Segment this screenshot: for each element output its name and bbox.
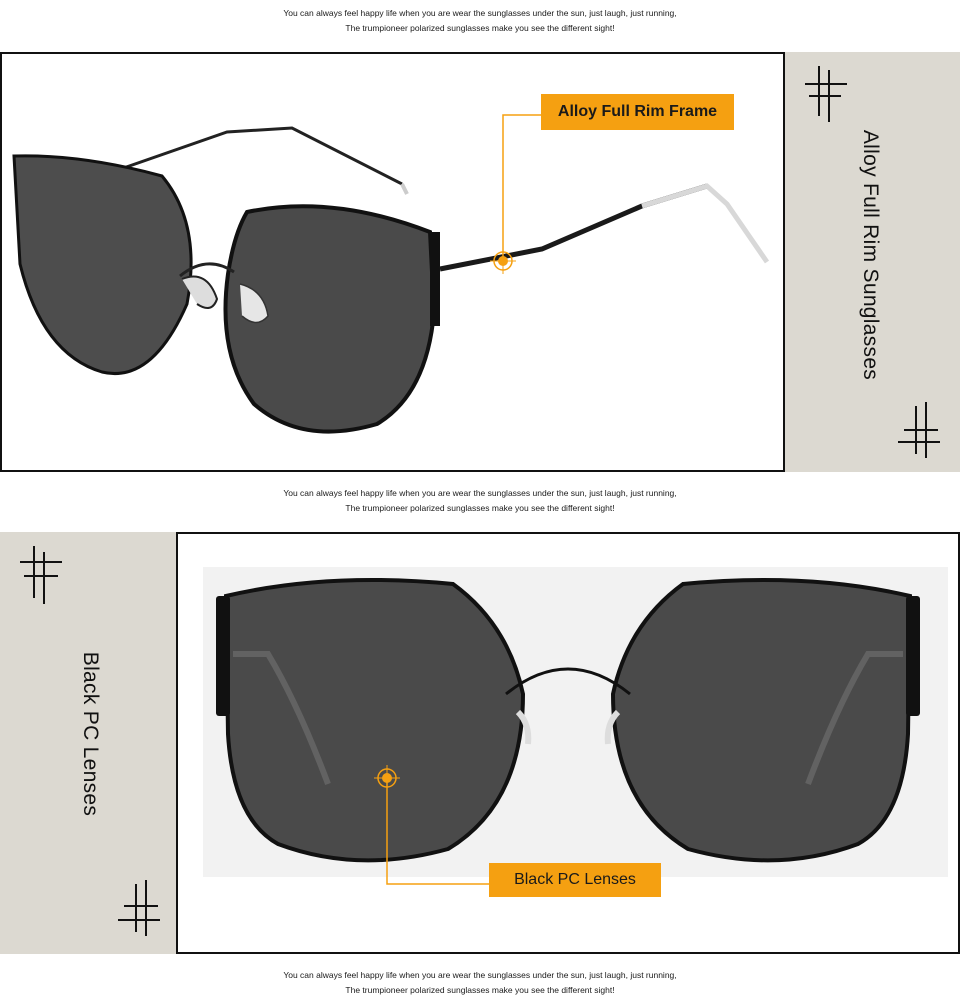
- hash-icon: [118, 880, 160, 936]
- tagline-line2: The trumpioneer polarized sunglasses mak…: [345, 503, 615, 513]
- left-nose-pad: [515, 709, 532, 745]
- tagline-bottom: You can always feel happy life when you …: [0, 968, 960, 998]
- tagline-line2: The trumpioneer polarized sunglasses mak…: [345, 985, 615, 995]
- tagline-top: You can always feel happy life when you …: [0, 6, 960, 36]
- callout-frame-label: Alloy Full Rim Frame: [541, 94, 734, 130]
- tagline-line1: You can always feel happy life when you …: [283, 488, 677, 498]
- hinge-block: [430, 232, 440, 326]
- hash-icon: [898, 402, 940, 458]
- section2-side-panel: [0, 532, 178, 954]
- right-nose-pad: [604, 709, 621, 745]
- tagline-line1: You can always feel happy life when you …: [283, 8, 677, 18]
- section1-side-panel: [783, 52, 960, 472]
- bridge: [505, 667, 631, 696]
- back-temple-tip: [400, 183, 409, 195]
- right-temple-shadow: [805, 651, 903, 786]
- far-lens: [12, 154, 193, 375]
- near-lens: [223, 204, 437, 434]
- right-hinge: [906, 596, 920, 716]
- tagline-line2: The trumpioneer polarized sunglasses mak…: [345, 23, 615, 33]
- sunglasses-side-view: [12, 114, 770, 434]
- callout-line: [502, 114, 542, 261]
- callout-line: [386, 778, 491, 885]
- crosshair-icon: [374, 765, 400, 791]
- tagline-line1: You can always feel happy life when you …: [283, 970, 677, 980]
- hash-icon: [20, 546, 62, 604]
- callout-frame-text: Alloy Full Rim Frame: [557, 103, 718, 120]
- inner-nose-pad: [239, 283, 269, 324]
- bridge: [179, 262, 235, 278]
- left-lens: [223, 578, 526, 863]
- right-lens: [610, 578, 913, 863]
- back-temple: [111, 126, 403, 186]
- callout-lenses-text: Black PC Lenses: [514, 871, 636, 888]
- left-temple-shadow: [233, 651, 331, 786]
- section2-product-frame: [176, 532, 960, 954]
- callout-lenses-label: Black PC Lenses: [489, 863, 661, 897]
- crosshair-icon: [490, 248, 516, 274]
- section1-vertical-title: Alloy Full Rim Sunglasses: [859, 129, 882, 381]
- sunglasses-front-view: [203, 567, 948, 885]
- temple-tip: [641, 183, 770, 264]
- left-hinge: [216, 596, 230, 716]
- nose-pad: [181, 275, 219, 309]
- tagline-middle: You can always feel happy life when you …: [0, 486, 960, 516]
- hash-icon: [805, 66, 847, 122]
- section2-vertical-title: Black PC Lenses: [79, 651, 102, 817]
